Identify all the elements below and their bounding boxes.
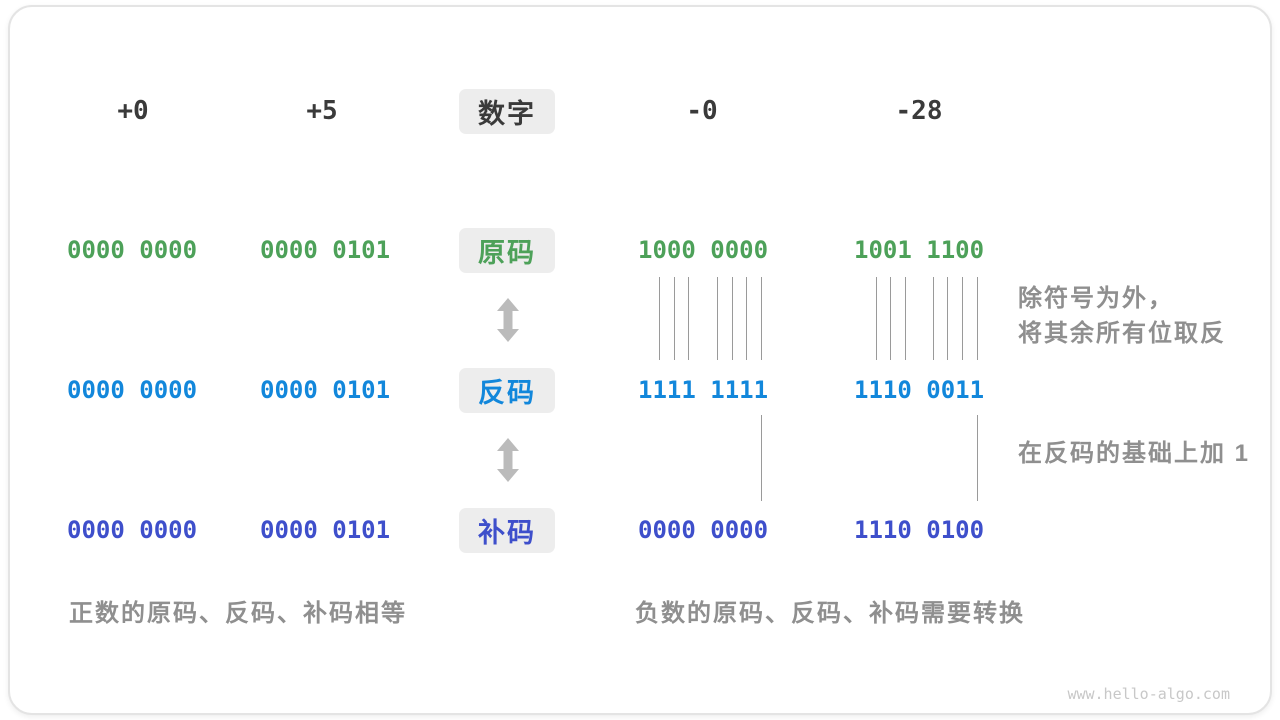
binary-value: 1110 0011: [854, 376, 985, 404]
bit-mapping-line: [933, 277, 934, 360]
binary-value: 0000 0101: [260, 376, 391, 404]
bit-mapping-line: [674, 277, 675, 360]
bit-mapping-line: [761, 277, 762, 360]
bit-mapping-line: [947, 277, 948, 360]
binary-value: 0000 0000: [67, 516, 198, 544]
caption-negative-numbers: 负数的原码、反码、补码需要转换: [635, 600, 1025, 627]
binary-value: 0000 0000: [67, 376, 198, 404]
header-plus-zero: +0: [117, 96, 149, 126]
bit-mapping-line: [732, 277, 733, 360]
binary-value: 0000 0000: [67, 236, 198, 264]
bit-mapping-line: [761, 415, 762, 501]
annotation-invert-bits: 除符号为外， 将其余所有位取反: [1018, 281, 1226, 351]
binary-value: 1111 1111: [638, 376, 769, 404]
updown-arrow-icon: [497, 438, 519, 482]
binary-value: 1001 1100: [854, 236, 985, 264]
annotation-line: 将其余所有位取反: [1018, 320, 1226, 347]
annotation-add-one: 在反码的基础上加 1: [1018, 436, 1250, 471]
row-label-text: 补码: [478, 518, 536, 548]
row-label-sign-magnitude: 原码: [459, 228, 555, 273]
header-number-label: 数字: [478, 99, 536, 129]
bit-mapping-line: [962, 277, 963, 360]
annotation-line: 除符号为外，: [1018, 285, 1174, 312]
diagram-card: +0 +5 数字 -0 -28 0000 0000 0000 0101 原码 1…: [8, 5, 1272, 715]
row-label-text: 原码: [478, 238, 536, 268]
bit-mapping-line: [659, 277, 660, 360]
updown-arrow-icon: [497, 298, 519, 342]
binary-value: 1000 0000: [638, 236, 769, 264]
header-minus-zero: -0: [686, 96, 718, 126]
bit-mapping-line: [905, 277, 906, 360]
header-plus-five: +5: [306, 96, 338, 126]
binary-value: 0000 0101: [260, 236, 391, 264]
bit-mapping-line: [977, 415, 978, 501]
watermark-url: www.hello-algo.com: [1067, 685, 1230, 703]
bit-mapping-line: [688, 277, 689, 360]
bit-mapping-line: [977, 277, 978, 360]
annotation-line: 在反码的基础上加 1: [1018, 440, 1251, 467]
row-label-twos-complement: 补码: [459, 508, 555, 553]
bit-mapping-line: [746, 277, 747, 360]
bit-mapping-line: [890, 277, 891, 360]
binary-value: 0000 0000: [638, 516, 769, 544]
binary-value: 1110 0100: [854, 516, 985, 544]
row-label-text: 反码: [478, 378, 536, 408]
header-minus-twentyeight: -28: [895, 96, 943, 126]
binary-value: 0000 0101: [260, 516, 391, 544]
row-label-ones-complement: 反码: [459, 368, 555, 413]
caption-positive-numbers: 正数的原码、反码、补码相等: [69, 600, 407, 627]
bit-mapping-line: [717, 277, 718, 360]
header-number-box: 数字: [459, 89, 555, 134]
bit-mapping-line: [876, 277, 877, 360]
